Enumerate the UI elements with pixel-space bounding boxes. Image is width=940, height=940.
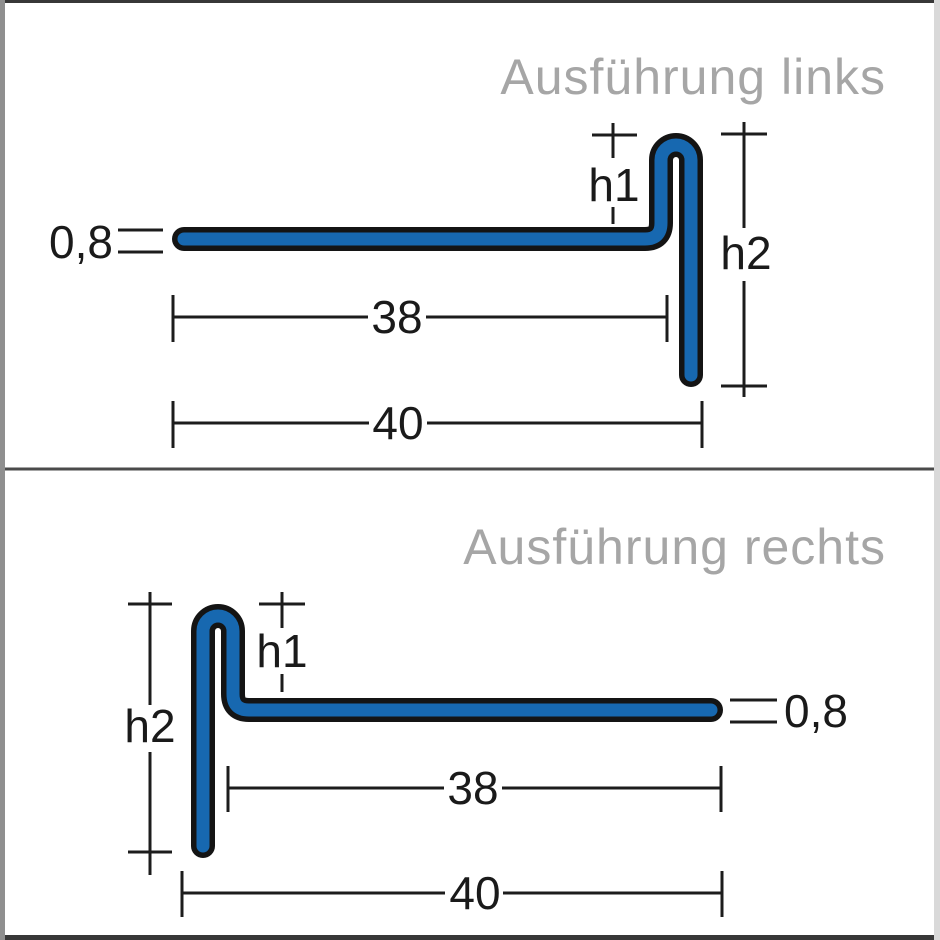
dim-38-links: 38: [171, 291, 669, 343]
dim-38-ticks: [171, 295, 669, 342]
dim-label-thickness-rechts: 0,8: [784, 685, 848, 737]
frame-border-bottom: [0, 935, 940, 940]
dim-label-thickness-links: 0,8: [49, 216, 113, 268]
dim-thickness-links: 0,8: [49, 216, 163, 268]
diagram-title-links: Ausführung links: [500, 49, 886, 105]
dim-label-h1-links: h1: [588, 159, 639, 211]
dim-label-38-links: 38: [371, 291, 422, 343]
dim-label-40-rechts: 40: [449, 867, 500, 919]
dim-label-38-rechts: 38: [447, 762, 498, 814]
dim-40-ticks: [180, 871, 724, 917]
profile-fill-links: [177, 138, 698, 382]
dim-40-ticks: [171, 401, 704, 448]
dim-label-40-links: 40: [372, 397, 423, 449]
diagram-ausfuehrung-links: Ausführung links 0,8 38 40: [49, 49, 886, 449]
dim-label-h2-links: h2: [720, 227, 771, 279]
frame-border-left: [0, 0, 5, 940]
dim-label-h2-rechts: h2: [124, 700, 175, 752]
dim-h1-rechts: h1: [256, 592, 308, 692]
diagram-title-rechts: Ausführung rechts: [463, 519, 886, 575]
dim-h2-links: h2: [720, 122, 772, 397]
dim-38-ticks: [226, 766, 723, 812]
dim-40-links: 40: [171, 397, 704, 449]
diagram-ausfuehrung-rechts: Ausführung rechts 0,8 38 40: [124, 519, 886, 919]
profile-fill-rechts: [196, 609, 718, 853]
dim-38-rechts: 38: [226, 762, 723, 814]
dim-thickness-rechts: 0,8: [730, 685, 848, 737]
dim-40-rechts: 40: [180, 867, 724, 919]
dim-label-h1-rechts: h1: [256, 625, 307, 677]
dim-h1-links: h1: [588, 123, 640, 224]
frame-border-right: [934, 0, 940, 940]
frame-border-top: [0, 0, 940, 3]
dim-h2-rechts: h2: [124, 592, 176, 875]
